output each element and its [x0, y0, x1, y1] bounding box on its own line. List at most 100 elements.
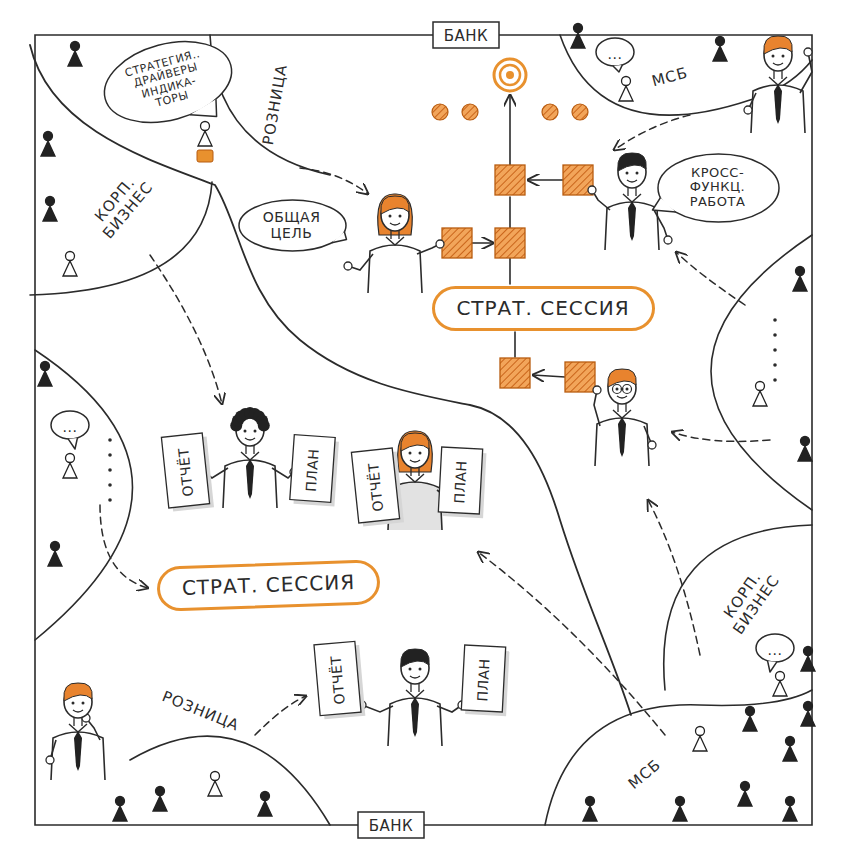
- person-icon: [783, 797, 797, 822]
- region-outline: [545, 690, 812, 825]
- speech-bubble: ...: [755, 633, 795, 663]
- paper-sheet: ОТЧЁТ: [160, 431, 210, 508]
- hatched-square: [495, 165, 525, 195]
- dashed-arrow: [255, 696, 306, 735]
- person-icon: [753, 382, 767, 407]
- page-frame: [35, 35, 812, 825]
- region-outline: [711, 235, 812, 510]
- person-icon: [773, 672, 787, 697]
- person-icon: [208, 772, 222, 797]
- region-label: МСБ: [625, 756, 665, 794]
- square-link: [509, 197, 511, 228]
- node-text: ПЛАН: [302, 447, 321, 493]
- speech-bubble: КРОСС-ФУНКЦ. РАБОТА: [657, 153, 780, 223]
- person-icon: [583, 797, 597, 822]
- person-icon: [713, 37, 727, 62]
- text-block: ОБЩАЯ ЦЕЛЬ: [257, 209, 327, 241]
- person-figure: [593, 369, 656, 466]
- person-figure: [344, 194, 444, 293]
- node-text: ОБЩАЯ ЦЕЛЬ: [257, 209, 327, 241]
- text-block: КРОСС-ФУНКЦ. РАБОТА: [678, 166, 758, 211]
- person-figure: [200, 407, 298, 508]
- crowd-dot: [108, 453, 112, 457]
- paper-sheet: ПЛАН: [288, 433, 336, 503]
- person-icon: [673, 797, 687, 822]
- hatched-square: [442, 228, 472, 258]
- crowd-dot: [108, 498, 112, 502]
- square-link: [533, 375, 565, 377]
- node-text: ...: [607, 46, 623, 62]
- square-link: [514, 332, 516, 357]
- region-label: МСБ: [649, 65, 690, 91]
- region-label: РОЗНИЦА: [158, 688, 241, 735]
- person-icon: [258, 792, 272, 817]
- person-icon: [571, 24, 585, 49]
- person-icon: [801, 647, 815, 672]
- person-icon: [801, 702, 815, 727]
- dashed-arrow: [648, 500, 700, 655]
- speech-bubble: ...: [50, 410, 90, 440]
- person-icon: [738, 782, 752, 807]
- person-figure: [744, 36, 812, 133]
- text-block: ...: [607, 46, 623, 62]
- person-icon: [153, 787, 167, 812]
- person-icon: [798, 437, 812, 462]
- region-label: КОРП. БИЗНЕС: [715, 561, 783, 638]
- square-link: [528, 179, 563, 181]
- speech-bubble: СТРАТЕГИЯ.. ДРАЙВЕРЫ ИНДИКА- ТОРЫ: [94, 27, 242, 137]
- square-link: [472, 242, 493, 244]
- text-block: ...: [767, 642, 783, 658]
- person-icon: [43, 197, 57, 222]
- text-block: ПЛАН: [302, 447, 321, 493]
- goal-dot: [462, 104, 478, 120]
- bank-box: БАНК: [357, 811, 425, 839]
- region-outline: [130, 736, 330, 825]
- region-outline: [210, 35, 330, 175]
- text-block: БАНК: [443, 28, 489, 45]
- crowd-dot: [773, 363, 777, 367]
- dashed-arrow: [150, 255, 222, 404]
- region-label: КОРП. БИЗНЕС: [86, 167, 157, 243]
- person-figure: [358, 649, 466, 746]
- person-icon: [113, 797, 127, 822]
- crowd-dot: [773, 318, 777, 322]
- hatched-square: [500, 358, 530, 388]
- hatched-square: [495, 228, 525, 258]
- person-icon: [38, 362, 52, 387]
- region-outline: [35, 350, 133, 640]
- paper-sheet: ОТЧЁТ: [350, 446, 400, 523]
- target-icon: [500, 65, 520, 85]
- node-text: СТРАТ. СЕССИЯ: [456, 297, 631, 320]
- node-text: ПЛАН: [451, 459, 469, 505]
- person-icon: [63, 454, 77, 479]
- person-icon: [783, 737, 797, 762]
- session-box: СТРАТ. СЕССИЯ: [432, 286, 655, 331]
- tablet-icon: [197, 150, 213, 162]
- target-icon: [506, 71, 514, 79]
- region-label: РОЗНИЦА: [259, 63, 290, 148]
- bank-box: БАНК: [432, 21, 500, 49]
- square-link: [509, 95, 511, 165]
- region-outline: [664, 525, 812, 690]
- dividing-line: [30, 45, 631, 715]
- dashed-arrow: [100, 505, 148, 588]
- node-text: ПЛАН: [474, 657, 492, 703]
- speech-bubble: ОБЩАЯ ЦЕЛЬ: [238, 199, 347, 252]
- crowd-dot: [773, 378, 777, 382]
- crowd-dot: [108, 483, 112, 487]
- text-block: ...: [62, 419, 78, 435]
- text-block: ПЛАН: [474, 657, 492, 703]
- person-icon: [793, 267, 807, 292]
- crowd-dot: [108, 438, 112, 442]
- crowd-dot: [773, 348, 777, 352]
- dashed-arrow: [672, 432, 770, 441]
- target-icon: [494, 59, 526, 91]
- person-icon: [198, 122, 212, 147]
- person-icon: [63, 252, 77, 277]
- goal-dot: [542, 104, 558, 120]
- text-block: СТРАТ. СЕССИЯ: [456, 297, 631, 320]
